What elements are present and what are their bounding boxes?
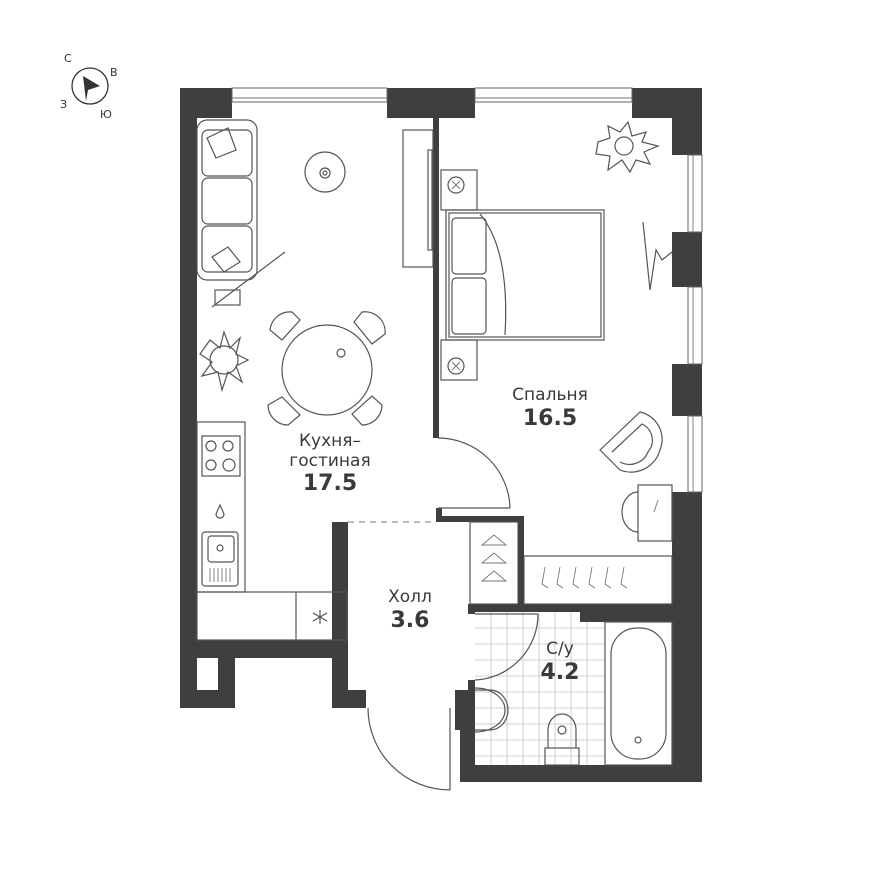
tv-cabinet-icon [402, 129, 434, 268]
bathtub-icon [604, 621, 673, 766]
room-area: 17.5 [302, 471, 358, 497]
room-label-bedroom: Спальня 16.5 [500, 385, 600, 431]
bathroom-door-icon [474, 613, 539, 681]
bed-icon [445, 209, 605, 341]
armchair-icon [599, 411, 663, 473]
bathroom-tiles [475, 612, 605, 765]
room-label-hall: Холл 3.6 [370, 587, 450, 633]
washbasin-icon [474, 687, 509, 733]
room-label-kitchen-living: Кухня– гостиная 17.5 [270, 431, 390, 497]
nightstand-icon [440, 169, 478, 211]
compass-north: С [64, 52, 72, 65]
floor-lamp-icon [211, 251, 286, 308]
closet-icon [469, 521, 519, 605]
compass-east: В [110, 66, 118, 79]
water-drop-icon [215, 503, 225, 519]
room-name: Спальня [512, 385, 588, 405]
room-name: Холл [388, 587, 432, 607]
compass-icon [71, 67, 109, 105]
entrance-door-icon [367, 707, 451, 791]
compass-south: Ю [100, 108, 112, 121]
coffee-table-icon [304, 151, 346, 193]
room-label-bathroom: С/у 4.2 [530, 639, 590, 685]
wardrobe-icon [523, 555, 673, 605]
nightstand-icon [440, 339, 478, 381]
room-name: гостиная [289, 450, 371, 471]
room-area: 16.5 [522, 405, 578, 431]
bedroom-door-icon [437, 437, 511, 509]
mirror-icon [642, 221, 673, 291]
room-name: С/у [546, 639, 574, 659]
walls [180, 88, 702, 782]
sink-icon [201, 531, 239, 587]
stove-icon [201, 435, 241, 477]
compass-west: З [60, 98, 68, 111]
plant-icon [595, 120, 660, 174]
vanity-icon [621, 484, 673, 542]
sofa-icon [196, 119, 258, 281]
kitchen-counter [196, 421, 348, 641]
room-area: 3.6 [390, 607, 430, 633]
toilet-icon [544, 713, 580, 766]
room-area: 4.2 [540, 659, 580, 685]
plant-icon [199, 329, 250, 393]
dining-table-icon [267, 311, 386, 426]
windows [231, 87, 703, 493]
room-name: Кухня– [298, 431, 362, 451]
snowflake-icon [312, 610, 328, 624]
